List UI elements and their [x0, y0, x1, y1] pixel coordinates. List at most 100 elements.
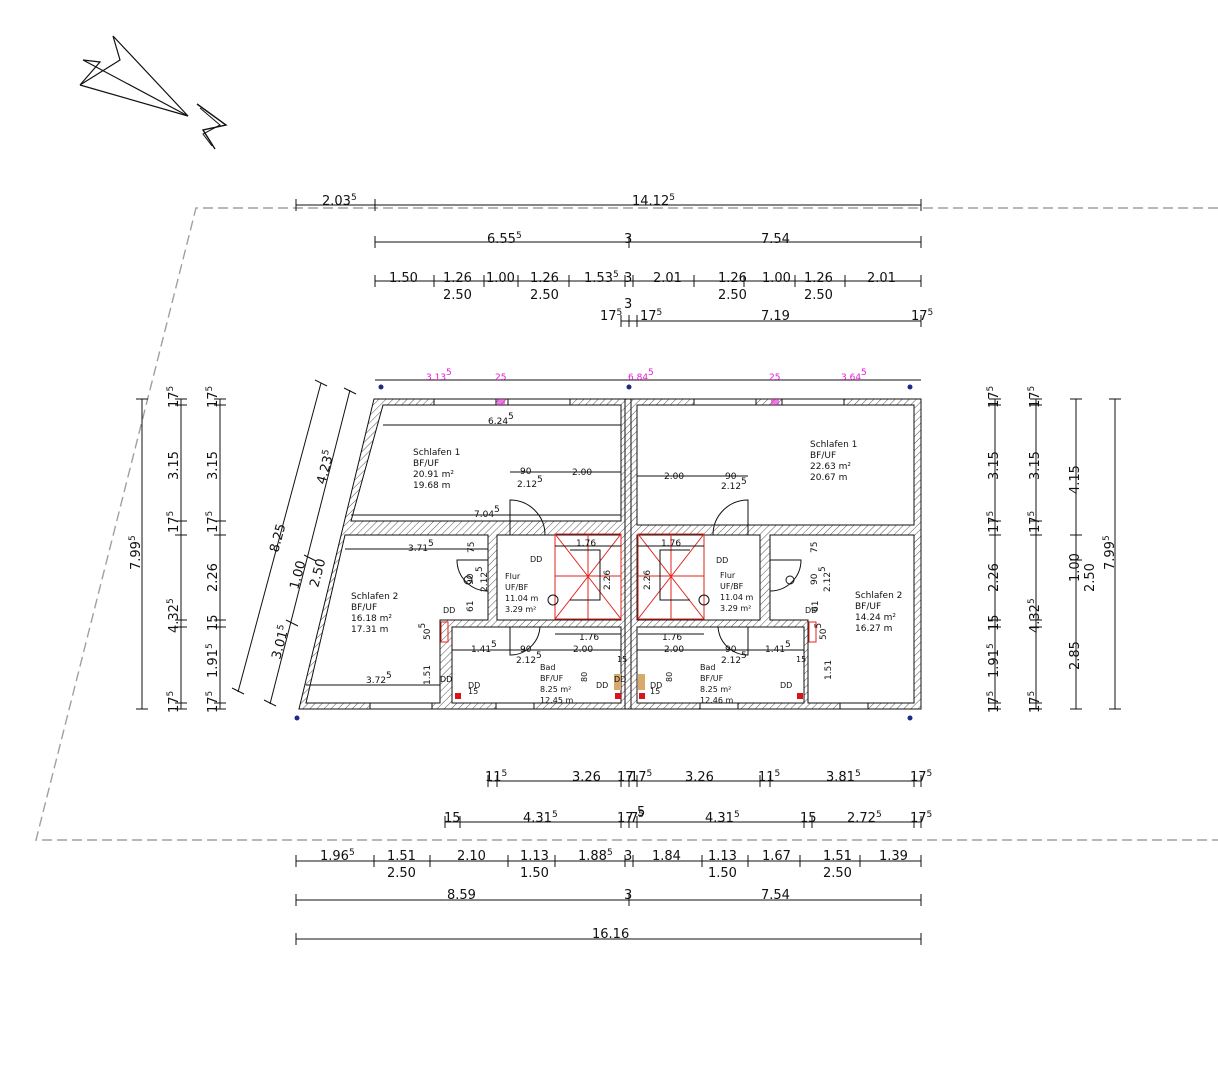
- dimension-label: 175: [630, 769, 652, 785]
- interior-dimension-label: 75: [467, 542, 477, 553]
- dimension-label: 2.26: [206, 563, 221, 592]
- staircase-right: [637, 533, 705, 620]
- interior-dimension-label: 1.76: [579, 633, 599, 643]
- room-perimeter: 20.67 m: [810, 473, 847, 483]
- dimension-label: 1.00: [287, 559, 309, 591]
- interior-dimension-label: 2.125: [516, 651, 542, 666]
- dimension-label: 1.915: [986, 643, 1002, 678]
- dimension-label: 2.01: [653, 271, 682, 286]
- dimension-label: 16.16: [592, 927, 629, 942]
- room-name: Schlafen 1: [810, 440, 857, 450]
- dimension-line: [263, 699, 277, 707]
- room-type: BF/UF: [413, 459, 439, 469]
- interior-dimension-label: 2.00: [664, 645, 684, 655]
- dimension-label: 175: [166, 511, 182, 533]
- room-name: Bad: [700, 663, 715, 672]
- interior-dimension-label: 2.125: [818, 566, 833, 592]
- dimension-label: 1.51: [387, 849, 416, 864]
- interior-dimension-label: 505: [814, 623, 829, 640]
- dimension-label: 1.13: [520, 849, 549, 864]
- magenta-dimension-label: 6.845: [628, 368, 654, 383]
- dimension-label: 75: [630, 810, 644, 826]
- room-area: 14.24 m²: [855, 613, 896, 623]
- dimension-label: 1.39: [879, 849, 908, 864]
- interior-dimension-label: 3.715: [408, 539, 434, 554]
- dimension-label: 1.50: [708, 866, 737, 881]
- interior-dimension-label: 1.76: [576, 539, 596, 549]
- room-type: UF/BF: [720, 582, 744, 591]
- interior-dimension-label: DD: [530, 555, 542, 564]
- room-perimeter: 16.27 m: [855, 624, 892, 634]
- dimension-label: 2.85: [1068, 641, 1083, 670]
- interior-dimension-label: 6.245: [488, 412, 514, 427]
- property-boundary: [35, 207, 1218, 841]
- dimension-label: 1.915: [205, 643, 221, 678]
- room-name: Flur: [505, 572, 521, 581]
- windows: [369, 398, 869, 710]
- room-name: Schlafen 2: [351, 592, 398, 602]
- room-perimeter: 17.31 m: [351, 625, 388, 635]
- room-area: 11.04 m: [720, 593, 753, 602]
- dimension-label: 175: [986, 511, 1002, 533]
- dimension-label: 3: [624, 297, 632, 312]
- dimension-label: 175: [166, 691, 182, 713]
- dimension-label: 1.00: [486, 271, 515, 286]
- room-name: Schlafen 1: [413, 448, 460, 458]
- dimension-label: 14.125: [632, 193, 675, 209]
- interior-dimension-label: 2.125: [721, 477, 747, 492]
- dimension-label: 6.555: [487, 231, 522, 247]
- dimension-label: 3.26: [685, 770, 714, 785]
- interior-dimension-label: 1.415: [471, 640, 497, 655]
- interior-dimension-label: 15: [650, 687, 660, 696]
- dimension-label: 7.995: [1102, 535, 1118, 570]
- dimension-label: 3: [624, 271, 632, 286]
- dimension-label: 2.10: [457, 849, 486, 864]
- room-area: 8.25 m²: [540, 685, 571, 694]
- dimension-label: 2.50: [387, 866, 416, 881]
- dimension-label: 2.50: [1083, 563, 1098, 592]
- room-perimeter: 3.29 m²: [505, 605, 536, 614]
- interior-dimension-label: 61: [811, 601, 821, 612]
- dimension-label: 175: [166, 386, 182, 408]
- dimension-label: 3.26: [572, 770, 601, 785]
- dimension-label: 2.50: [823, 866, 852, 881]
- room-type: BF/UF: [351, 603, 377, 613]
- magenta-dimension-label: 25: [769, 373, 780, 383]
- magenta-dimension-label: 25: [495, 373, 506, 383]
- dimension-label: 3.015: [268, 623, 292, 661]
- dimension-label: 2.50: [530, 288, 559, 303]
- dimension-label: 175: [911, 308, 933, 324]
- dimension-label: 1.13: [708, 849, 737, 864]
- dimension-label: 115: [758, 769, 780, 785]
- doors: [456, 499, 802, 656]
- dimension-label: 2.725: [847, 810, 882, 826]
- dimension-lines: [136, 199, 1121, 945]
- interior-dimension-label: 2.125: [721, 651, 747, 666]
- room-perimeter: 3.29 m²: [720, 604, 751, 613]
- interior-dimension-label: 2.26: [643, 570, 653, 590]
- dimension-label: 175: [910, 810, 932, 826]
- interior-dimension-label: DD: [650, 681, 662, 690]
- room-area: 11.04 m: [505, 594, 538, 603]
- interior-dimension-label: 505: [418, 623, 433, 640]
- interior-dimension-label: DD: [596, 681, 608, 690]
- dimension-label: 115: [485, 769, 507, 785]
- room-name: Schlafen 2: [855, 591, 902, 601]
- dimension-label: 8.59: [447, 888, 476, 903]
- dimension-label: 175: [1027, 511, 1043, 533]
- dimension-line: [269, 389, 351, 705]
- dimension-label: 1.00: [1068, 553, 1083, 582]
- dimension-label: 8.25: [267, 522, 289, 554]
- dimension-label: 4.315: [705, 810, 740, 826]
- dimension-line: [231, 687, 245, 695]
- dimension-label: 1.50: [389, 271, 418, 286]
- room-name: Flur: [720, 571, 736, 580]
- dimension-label: 175: [205, 511, 221, 533]
- dimension-label: 175: [986, 386, 1002, 408]
